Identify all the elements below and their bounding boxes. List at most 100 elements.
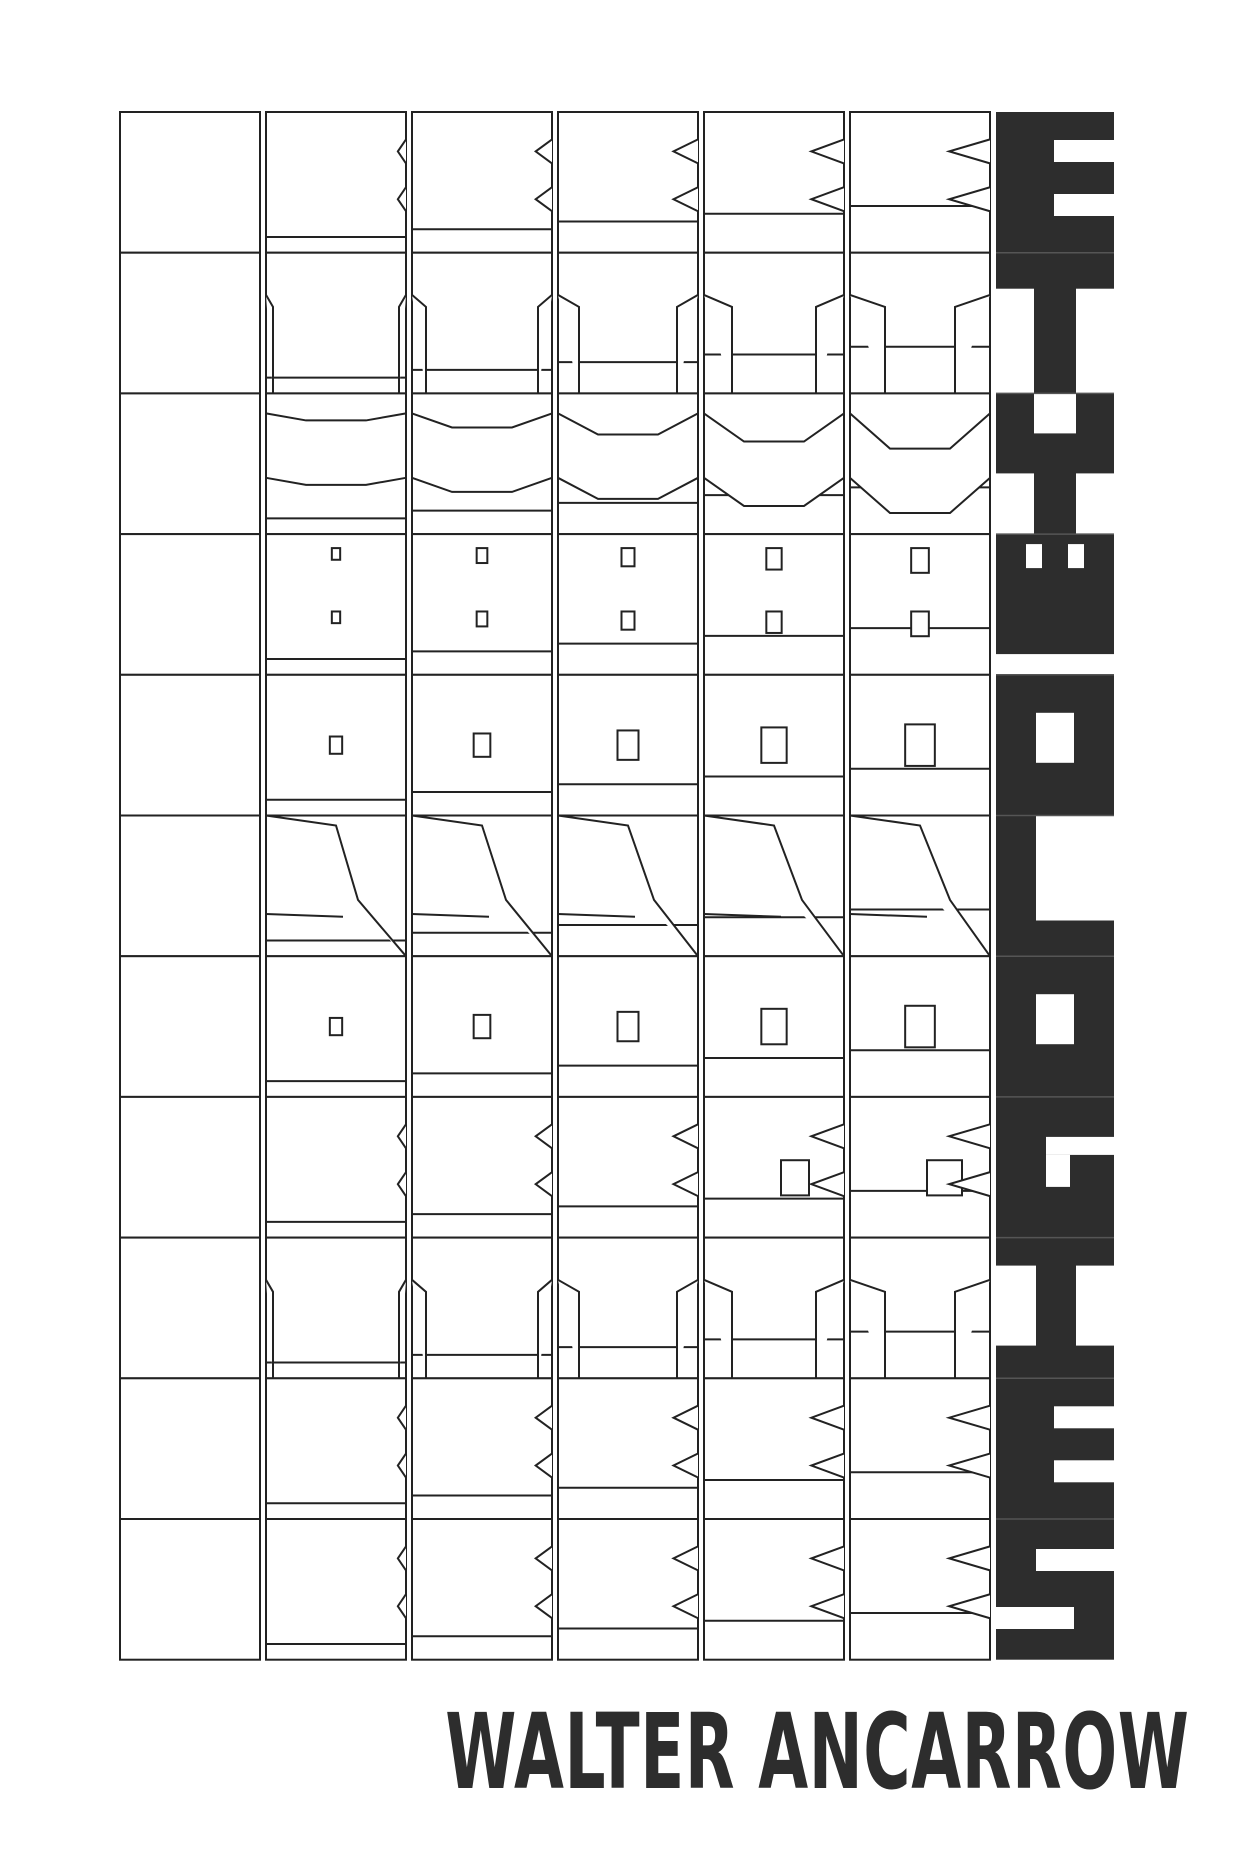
morph-contour (533, 1404, 553, 1479)
morph-contour (808, 1123, 845, 1198)
morph-hole (904, 723, 936, 767)
morph-hole (616, 1010, 640, 1043)
grid-cell (557, 1236, 699, 1380)
morph-contour (849, 293, 991, 394)
grid-cell (265, 1236, 407, 1380)
morph-contour (671, 138, 699, 213)
morph-contour (396, 138, 407, 212)
morph-notch (475, 547, 489, 565)
title-letter-counter (1026, 544, 1042, 569)
morph-contour (671, 1123, 699, 1198)
grid-cell (411, 251, 553, 395)
grid-cell (265, 251, 407, 395)
morph-notch (620, 610, 636, 631)
morph-contour (411, 412, 553, 493)
morph-contour (557, 1278, 699, 1379)
morph-notch (765, 610, 783, 634)
title-letter-counter (996, 288, 1034, 394)
grid-cell (265, 111, 407, 254)
morph-hole (760, 1007, 788, 1046)
title-letter-counter (1054, 1406, 1114, 1429)
morph-contour (557, 814, 699, 957)
grid-cell (411, 1095, 553, 1239)
grid-cell (557, 1095, 699, 1239)
morph-contour (671, 1545, 699, 1620)
morph-hole (760, 726, 788, 764)
grid-cell (119, 111, 261, 254)
grid-cell (703, 1377, 845, 1521)
morph-hole (472, 1013, 492, 1040)
grid-cell (411, 1377, 553, 1521)
morph-notch (765, 547, 783, 571)
morph-notch (330, 610, 342, 625)
morph-contour (411, 1279, 553, 1379)
title-letter-counter (996, 1265, 1036, 1346)
grid-cell (119, 1236, 261, 1380)
grid-cell (265, 1095, 407, 1239)
grid-cell (557, 251, 699, 395)
morph-hole (328, 1016, 344, 1037)
morph-contour (703, 412, 845, 507)
morph-contour (808, 1545, 845, 1620)
morph-notch (475, 610, 489, 628)
morph-hole (904, 1004, 936, 1049)
grid-cell (557, 1518, 699, 1661)
title-letter-counter (1054, 1460, 1114, 1483)
morph-contour (671, 1404, 699, 1479)
morph-notch (620, 547, 636, 568)
grid-cell (703, 1518, 845, 1661)
grid-cell (703, 111, 845, 254)
morph-hole (472, 732, 492, 758)
grid-cell (411, 1236, 553, 1380)
title-letter-counter (1046, 1136, 1114, 1155)
morph-contour (557, 294, 699, 394)
grid-cell (557, 673, 699, 817)
grid-cell (119, 1518, 261, 1661)
grid-cell (557, 1377, 699, 1521)
grid-cell (557, 111, 699, 254)
grid-cell (119, 1377, 261, 1521)
grid-cell (265, 1518, 407, 1661)
title-letter-counter (996, 654, 1114, 676)
title-letter-counter (1054, 194, 1114, 216)
morph-notch (926, 1159, 963, 1197)
title-letter-counter (1076, 288, 1114, 394)
morph-contour (533, 1545, 553, 1620)
grid-cell (849, 1518, 991, 1661)
morph-contour (396, 1123, 407, 1197)
morph-contour (265, 412, 407, 486)
morph-contour (265, 294, 407, 394)
morph-contour (945, 1404, 991, 1479)
morph-hole (328, 735, 344, 755)
morph-contour (808, 1404, 845, 1479)
morph-contour (411, 814, 553, 957)
title-letter-counter (1068, 544, 1084, 569)
grid-cell (849, 111, 991, 254)
title-letter-counter (1054, 140, 1114, 162)
grid-cell (411, 1518, 553, 1661)
morph-contour (557, 412, 699, 500)
title-letter-counter (1036, 712, 1074, 763)
title-letter-counter (1036, 994, 1074, 1045)
morph-notch (330, 547, 342, 561)
morph-notch (910, 610, 930, 638)
morph-contour (396, 1545, 407, 1619)
title-letter-counter (1034, 393, 1076, 434)
title-letter-counter (1036, 1549, 1114, 1571)
grid-cell (265, 1377, 407, 1521)
morph-contour (703, 293, 845, 394)
grid-cell (411, 111, 553, 254)
morph-contour (849, 814, 991, 957)
title-letter-counter (1036, 815, 1114, 921)
morph-contour (703, 1278, 845, 1379)
morph-contour (411, 294, 553, 394)
morph-contour (808, 138, 845, 213)
morph-contour (849, 1278, 991, 1379)
title-letter-counter (1076, 473, 1114, 535)
morph-contour (703, 814, 845, 957)
letter-morph-shapes (265, 138, 991, 1645)
morph-contour (533, 138, 553, 213)
solid-title-column (996, 112, 1114, 1660)
grid-cell (119, 673, 261, 817)
